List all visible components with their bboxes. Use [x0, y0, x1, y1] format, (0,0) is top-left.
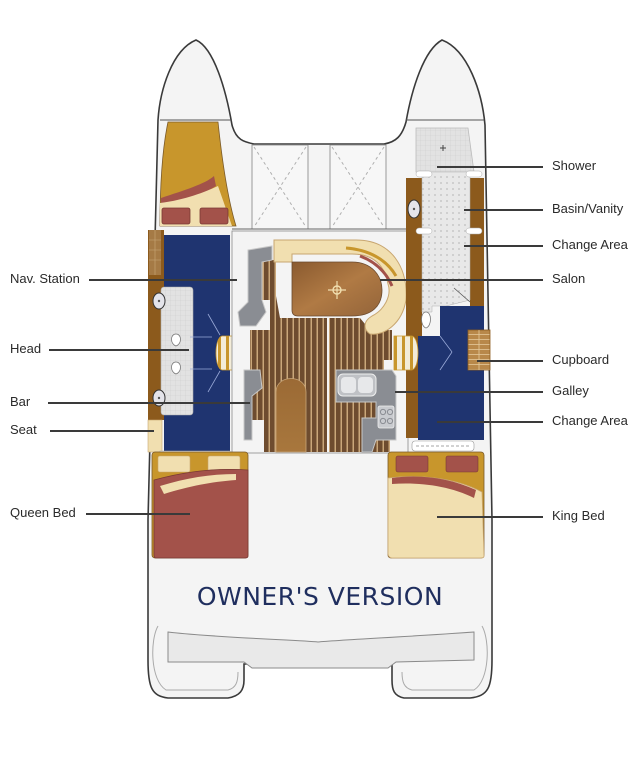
- leader-change-area-fwd: [464, 245, 543, 247]
- leader-queen-bed: [86, 513, 190, 515]
- salon-bridgedeck: [231, 230, 409, 454]
- version-title: OWNER'S VERSION: [196, 582, 444, 611]
- label-salon: Salon: [552, 271, 586, 286]
- label-cupboard: Cupboard: [552, 352, 610, 367]
- label-head: Head: [10, 341, 42, 356]
- leader-head: [49, 349, 189, 351]
- leader-salon: [380, 279, 543, 281]
- label-bar: Bar: [10, 394, 31, 409]
- label-change-area-aft: Change Area: [552, 413, 628, 428]
- aft-cockpit: [152, 625, 488, 691]
- queen-bed-cabin: [151, 451, 249, 559]
- leader-galley: [395, 391, 543, 393]
- king-bed-cabin: [387, 451, 485, 559]
- label-nav-station: Nav. Station: [10, 271, 80, 286]
- label-queen-bed: Queen Bed: [10, 505, 76, 520]
- leader-cupboard: [477, 360, 543, 362]
- label-change-area-fwd: Change Area: [552, 237, 628, 252]
- foredeck-hatches: [232, 144, 408, 230]
- leader-shower: [437, 166, 543, 168]
- compass-rose-icon: [328, 281, 346, 299]
- label-shower: Shower: [552, 158, 597, 173]
- leader-seat: [50, 430, 154, 432]
- label-basin-vanity: Basin/Vanity: [552, 201, 624, 216]
- leader-nav-station: [89, 279, 237, 281]
- leader-basin-vanity: [464, 209, 543, 211]
- leader-change-area-aft: [437, 421, 543, 423]
- starboard-hull-cabin: [393, 127, 491, 452]
- label-galley: Galley: [552, 383, 589, 398]
- port-forward-berth: [159, 121, 237, 227]
- label-seat: Seat: [10, 422, 37, 437]
- leader-bar: [48, 402, 250, 404]
- leader-king-bed: [437, 516, 543, 518]
- label-king-bed: King Bed: [552, 508, 605, 523]
- port-hull-cabin: [147, 230, 241, 456]
